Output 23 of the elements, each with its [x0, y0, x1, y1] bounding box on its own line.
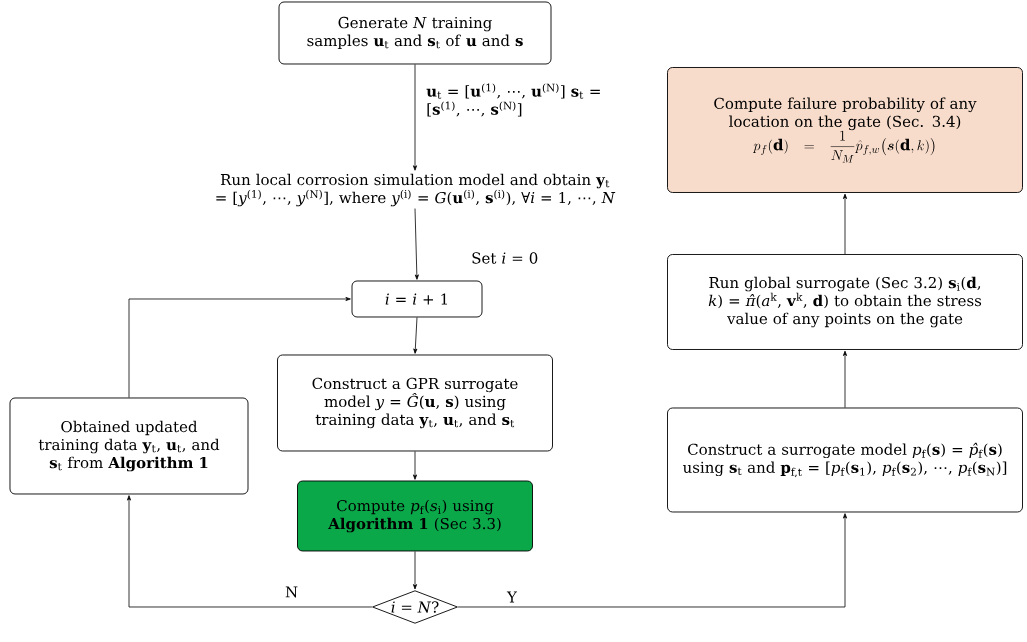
arrow	[414, 208, 419, 280]
edge-label: Y	[506, 591, 518, 603]
arrow	[413, 551, 417, 590]
process-box: Compute failure probability of any location on the gate (Sec. 3.4) $p_f(\mathbf{d}) = \frac{1}{N_M}\hat{p}_{f,w}\big(\boldsymbol{s}(\mathbf{d},k)\big)$	[667, 67, 1023, 193]
process-box: Construct a GPR surrogate model y = Ĝ(u, s) using training data y$_{t}$, u$_{t}$, and s$_{t}$	[277, 354, 553, 452]
arrow	[457, 513, 848, 608]
process-text: Run local corrosion simulation model and obtain y$_{t}$ = [y$^{(1)}$, ⋯, y$^{(N)}$], where y$^{(i)}$ = G(u$^{(i)}$, s$^{(i)}$), ∀i = 1, ⋯, N	[216, 173, 616, 207]
process-box: Compute p$_{f}$(s$_{i}$) using Algorithm 1 (Sec 3.3)	[297, 480, 533, 552]
process-box: Obtained updated training data y$_{t}$, u$_{t}$, and s$_{t}$ from Algorithm 1	[9, 397, 249, 495]
edge-label: Set i = 0	[472, 252, 538, 264]
edge-label: N	[285, 586, 298, 598]
process-box: Construct a surrogate model p$_{f}$(s) = p̂$_{f}$(s) using s$_{t}$ and p$_{f,t}$ = [p$_{f}$(s$_{1}$), p$_{f}$(s$_{2}$), ⋯, p$_{f}$(s$_{N}$)]	[667, 407, 1023, 513]
arrow	[413, 64, 417, 171]
process-box: Run global surrogate (Sec 3.2) s$_{i}$(d, k) = π̂(a$^{k}$, v$^{k}$, d) to obtain the stress value of any points on the gate	[667, 254, 1023, 350]
process-box: Generate N training samples u$_{t}$ and s$_{t}$ of u and s	[278, 1, 552, 65]
arrow	[843, 350, 848, 408]
arrow	[413, 317, 418, 354]
arrow	[843, 193, 848, 255]
arrow	[128, 297, 351, 398]
arrow	[127, 495, 373, 608]
edge-label: u$_{t}$ = [u$^{(1)}$, ⋯, u$^{(N)}$] s$_{t}$ = [s$^{(1)}$, ⋯, s$^{(N)}$]	[426, 83, 600, 117]
process-box: i = i + 1	[351, 280, 483, 318]
arrow	[413, 451, 417, 480]
